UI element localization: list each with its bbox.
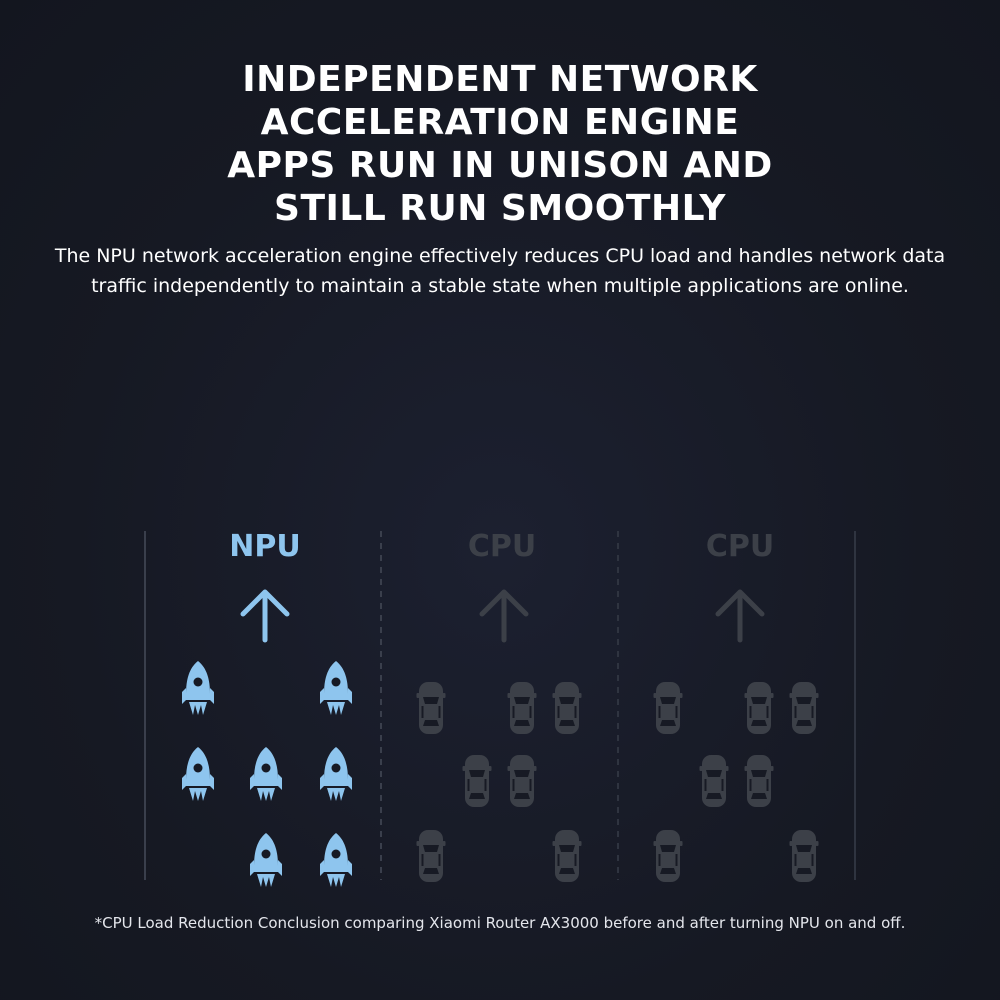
rocket-icon: [320, 833, 352, 887]
car-icon: [653, 682, 683, 734]
footnote: *CPU Load Reduction Conclusion comparing…: [94, 914, 906, 932]
car-icon: [416, 830, 446, 882]
arrow-up-icon: [479, 589, 529, 643]
car-icon: [789, 682, 819, 734]
car-icon: [653, 830, 683, 882]
rocket-icon: [320, 661, 352, 715]
car-icon: [744, 755, 774, 807]
arrow-up-icon: [240, 589, 290, 643]
rocket-icon: [250, 833, 282, 887]
rocket-icon: [182, 747, 214, 801]
cpu-label-1: CPU: [468, 529, 536, 564]
car-icon: [699, 755, 729, 807]
rocket-icon: [250, 747, 282, 801]
car-icon: [416, 682, 446, 734]
headline-line-4: STILL RUN SMOOTHLY: [274, 188, 726, 229]
description: The NPU network acceleration engine effe…: [54, 245, 946, 297]
car-icon: [462, 755, 492, 807]
headline: INDEPENDENT NETWORK ACCELERATION ENGINE …: [0, 58, 1000, 230]
car-icon: [789, 830, 819, 882]
rocket-icon: [320, 747, 352, 801]
car-icon: [552, 682, 582, 734]
cpu-label-2: CPU: [706, 529, 774, 564]
car-icon: [507, 755, 537, 807]
car-icon: [507, 682, 537, 734]
headline-line-2: ACCELERATION ENGINE: [260, 102, 740, 143]
arrow-up-icon: [715, 589, 765, 643]
headline-line-3: APPS RUN IN UNISON AND: [227, 145, 773, 186]
npu-label: NPU: [229, 529, 300, 564]
car-icon: [552, 830, 582, 882]
rocket-icon: [182, 661, 214, 715]
car-icon: [744, 682, 774, 734]
headline-line-1: INDEPENDENT NETWORK: [242, 59, 758, 100]
